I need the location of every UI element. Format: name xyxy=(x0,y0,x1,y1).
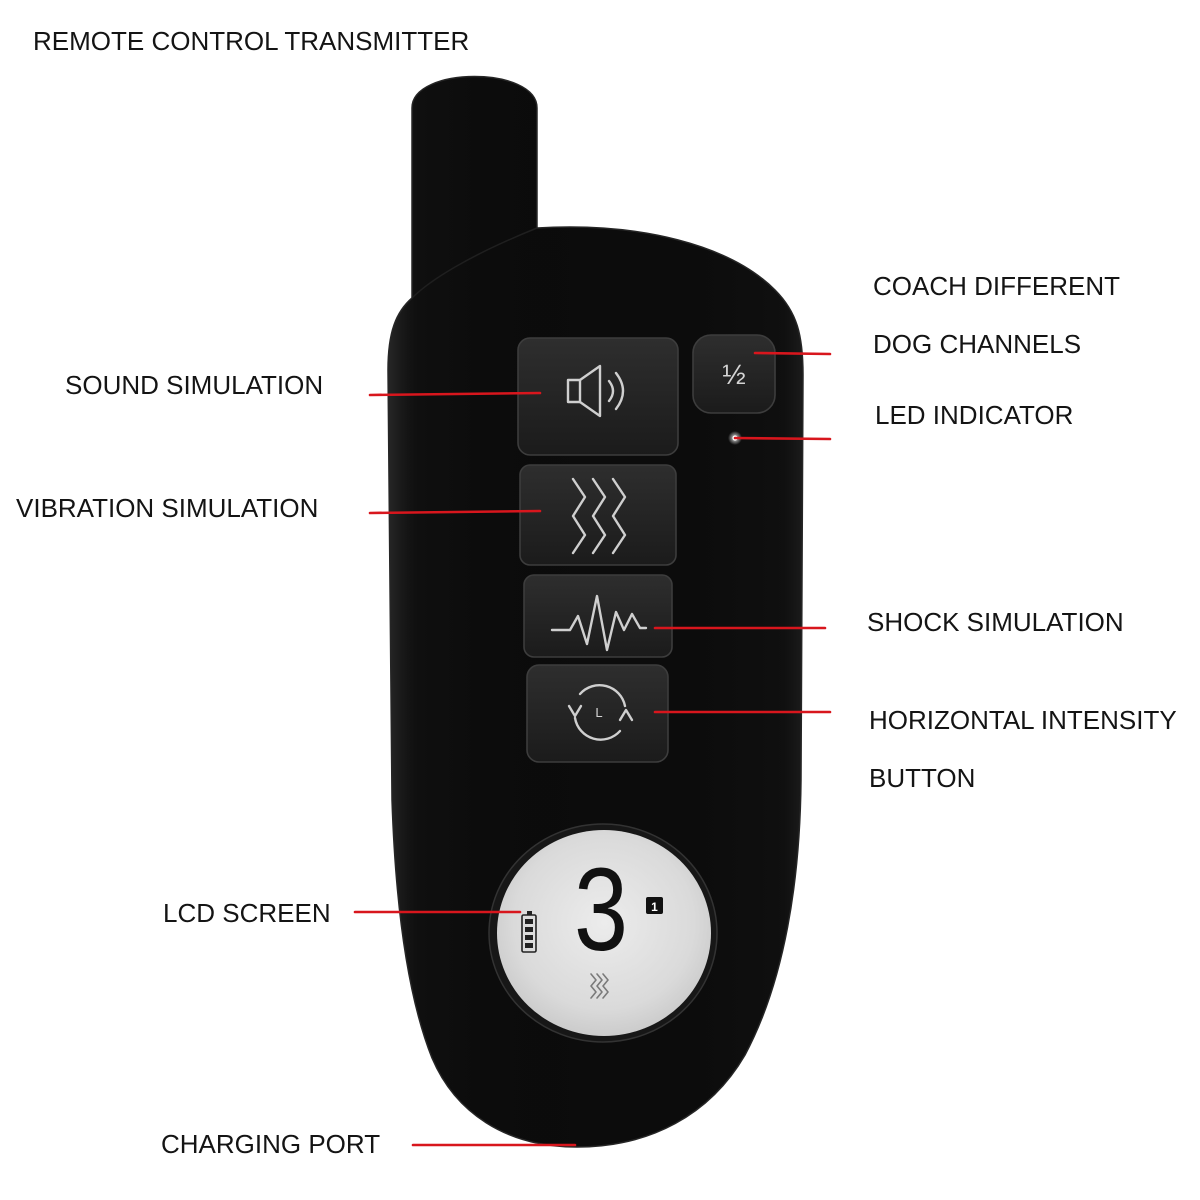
vibration-waves-icon xyxy=(571,477,627,555)
callout-led: LED INDICATOR xyxy=(875,400,1073,430)
callout-intensity-line2: BUTTON xyxy=(869,763,975,793)
pulse-icon xyxy=(550,594,648,652)
lcd-screen: 3 1 xyxy=(488,823,718,1043)
diagram-title: REMOTE CONTROL TRANSMITTER xyxy=(33,26,469,56)
channel-button: ½ xyxy=(692,334,776,414)
vibration-button xyxy=(519,464,677,566)
intensity-icon-letter: L xyxy=(595,705,602,720)
callout-channels-line2: DOG CHANNELS xyxy=(873,329,1081,359)
callout-sound: SOUND SIMULATION xyxy=(65,370,323,400)
lcd-channel-number: 1 xyxy=(651,900,658,914)
callout-line-led xyxy=(733,436,832,441)
intensity-button: L xyxy=(526,664,669,763)
shock-button xyxy=(523,574,673,658)
speaker-icon xyxy=(566,364,625,418)
lcd-channel-badge: 1 xyxy=(646,897,663,914)
callout-shock: SHOCK SIMULATION xyxy=(867,607,1124,637)
callout-vibration: VIBRATION SIMULATION xyxy=(16,493,318,523)
callout-line-vibration xyxy=(368,509,542,515)
lcd-vibration-waves-icon xyxy=(590,973,609,999)
channel-button-label: ½ xyxy=(722,359,745,390)
sound-button xyxy=(517,337,679,456)
callout-line-channels xyxy=(753,351,832,356)
antenna-seam xyxy=(411,227,538,299)
circular-arrows-icon xyxy=(567,684,634,741)
callout-intensity-line1: HORIZONTAL INTENSITY xyxy=(869,705,1177,735)
callout-channels-line1: COACH DIFFERENT xyxy=(873,271,1120,301)
callout-lcd: LCD SCREEN xyxy=(163,898,331,928)
battery-icon xyxy=(521,911,537,953)
lcd-digit: 3 xyxy=(574,844,628,976)
transmitter-device: L ½ 3 1 xyxy=(387,75,804,1148)
callout-charging: CHARGING PORT xyxy=(161,1129,380,1159)
callout-lines xyxy=(353,351,832,1147)
callout-line-sound xyxy=(368,391,542,397)
callout-labels: COACH DIFFERENT DOG CHANNELS LED INDICAT… xyxy=(16,271,1177,1159)
